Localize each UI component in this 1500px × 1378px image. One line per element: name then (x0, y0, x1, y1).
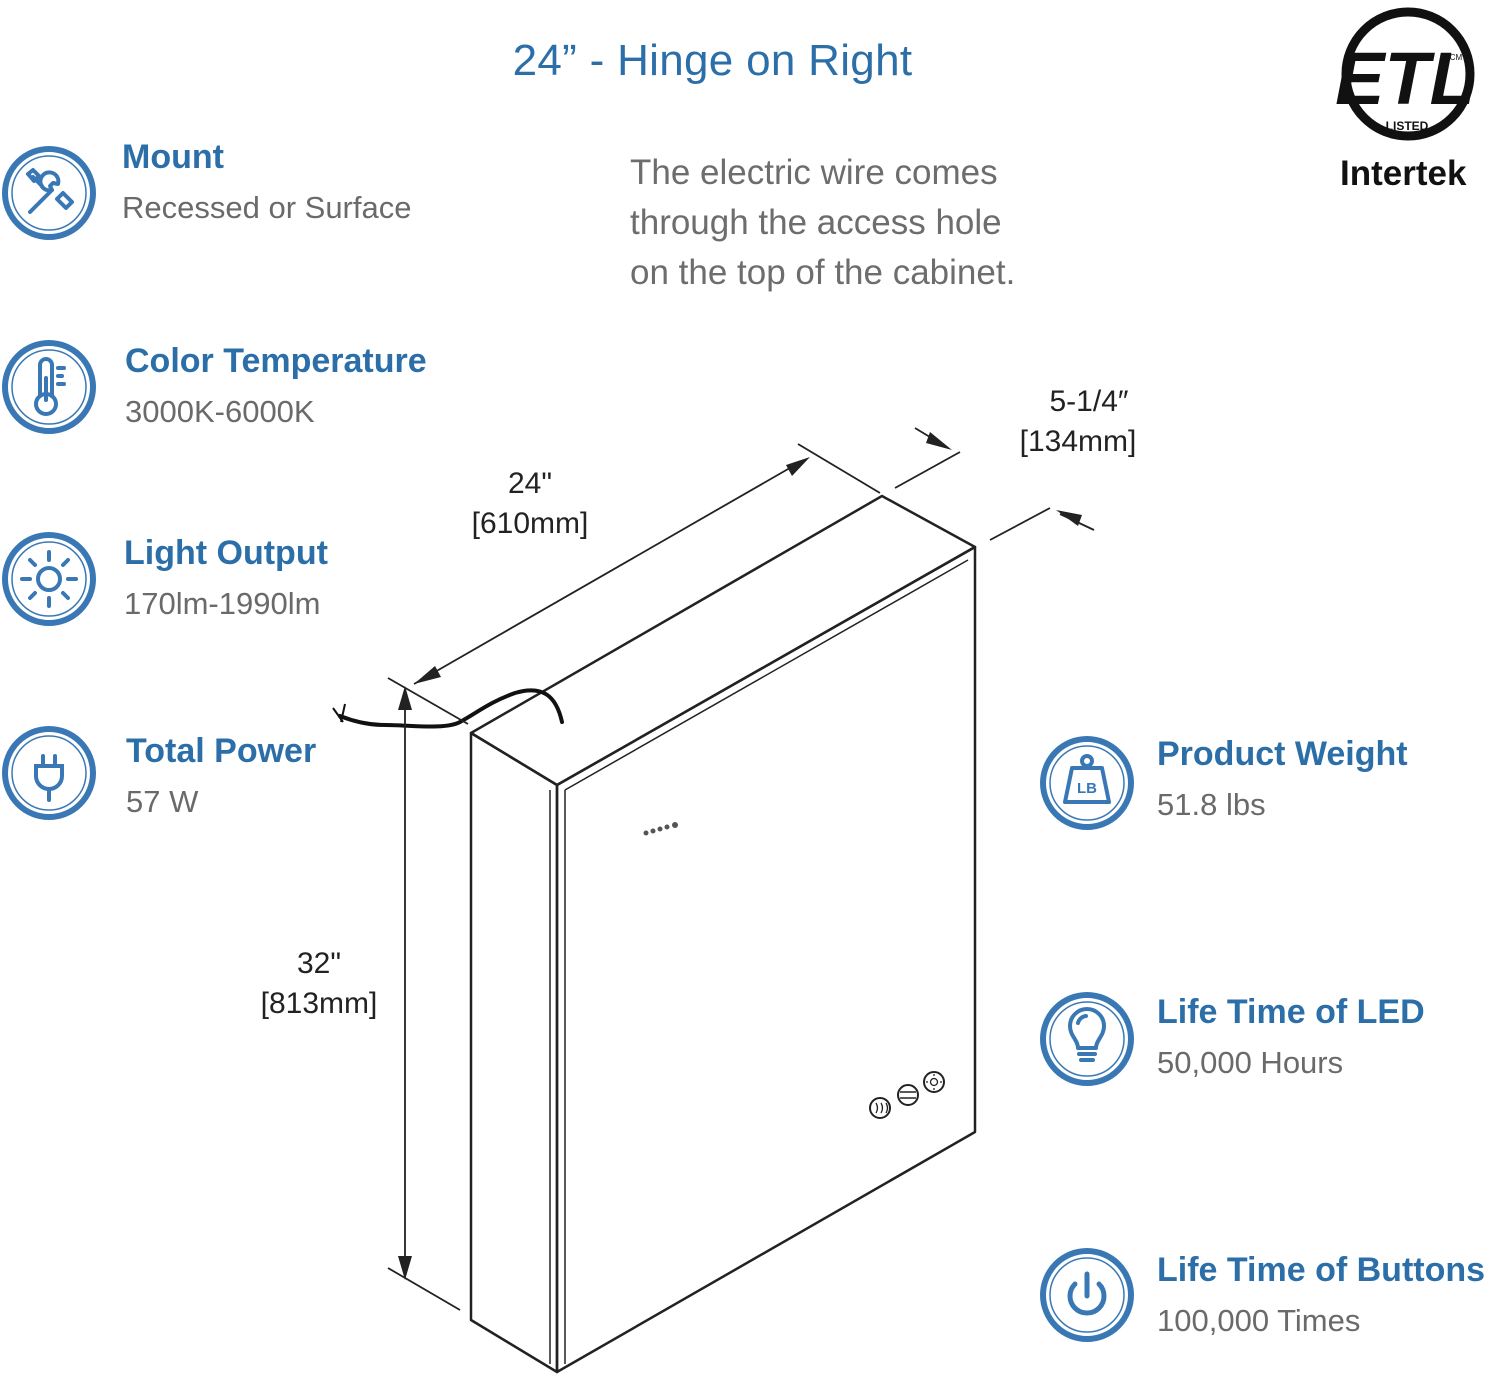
wire-note-line: on the top of the cabinet. (630, 253, 1016, 292)
width-dimension-line (413, 460, 803, 685)
power-icon (1038, 1246, 1136, 1349)
depth-metric: [134mm] (1019, 425, 1137, 458)
mirror-display-icons (643, 822, 678, 836)
page-title: 24” - Hinge on Right (512, 36, 913, 85)
bulb-icon (1038, 990, 1136, 1093)
etl-cm: CM (1450, 53, 1463, 62)
height-metric: [813mm] (260, 987, 378, 1020)
spec-value-button-lifetime: 100,000 Times (1157, 1303, 1361, 1338)
weight-icon: LB (1038, 734, 1136, 837)
defog-button-icon (869, 1097, 891, 1119)
etl-certification: ETL LISTED CM Intertek (1335, 2, 1485, 202)
etl-mark: ETL (1335, 37, 1475, 120)
spec-value-product-weight: 51.8 lbs (1157, 787, 1266, 822)
width-dimension-label: 24" [610mm] (460, 464, 600, 544)
spec-label-total-power: Total Power (126, 732, 317, 770)
spec-value-mount: Recessed or Surface (122, 190, 412, 225)
spec-label-led-lifetime: Life Time of LED (1157, 993, 1425, 1031)
etl-brand: Intertek (1340, 154, 1467, 193)
spec-label-color-temperature: Color Temperature (125, 342, 427, 380)
spec-value-light-output: 170lm-1990lm (124, 586, 321, 621)
spec-label-button-lifetime: Life Time of Buttons (1157, 1251, 1486, 1289)
cabinet-front-face (555, 545, 977, 1374)
depth-imperial: 5-1/4″ (1049, 385, 1129, 418)
spec-value-total-power: 57 W (126, 784, 199, 819)
plug-icon (0, 724, 98, 827)
tools-icon (0, 144, 98, 247)
spec-label-light-output: Light Output (124, 534, 328, 572)
height-dimension-label: 32" [813mm] (248, 944, 390, 1024)
height-imperial: 32" (296, 947, 342, 980)
etl-listed: LISTED (1386, 119, 1429, 133)
etl-logo: ETL LISTED CM (1335, 7, 1475, 141)
spec-value-color-temperature: 3000K-6000K (125, 394, 315, 429)
depth-dimension-label: 5-1/4″ [134mm] (1003, 382, 1153, 462)
wire-note-line: through the access hole (630, 203, 1002, 242)
width-metric: [610mm] (471, 507, 589, 540)
thermometer-icon (0, 338, 98, 441)
width-imperial: 24" (507, 467, 553, 500)
weight-icon-text: LB (1077, 780, 1097, 797)
color-button-icon (897, 1084, 919, 1106)
cabinet-side-face (469, 731, 559, 1374)
spec-label-mount: Mount (122, 138, 224, 176)
touch-buttons (869, 1071, 945, 1119)
power-cord (338, 688, 564, 729)
sun-icon (0, 530, 98, 633)
wire-note: The electric wire comes through the acce… (630, 148, 1100, 298)
wire-note-line: The electric wire comes (630, 153, 998, 192)
spec-label-product-weight: Product Weight (1157, 735, 1408, 773)
light-button-icon (923, 1071, 945, 1093)
spec-value-led-lifetime: 50,000 Hours (1157, 1045, 1344, 1080)
